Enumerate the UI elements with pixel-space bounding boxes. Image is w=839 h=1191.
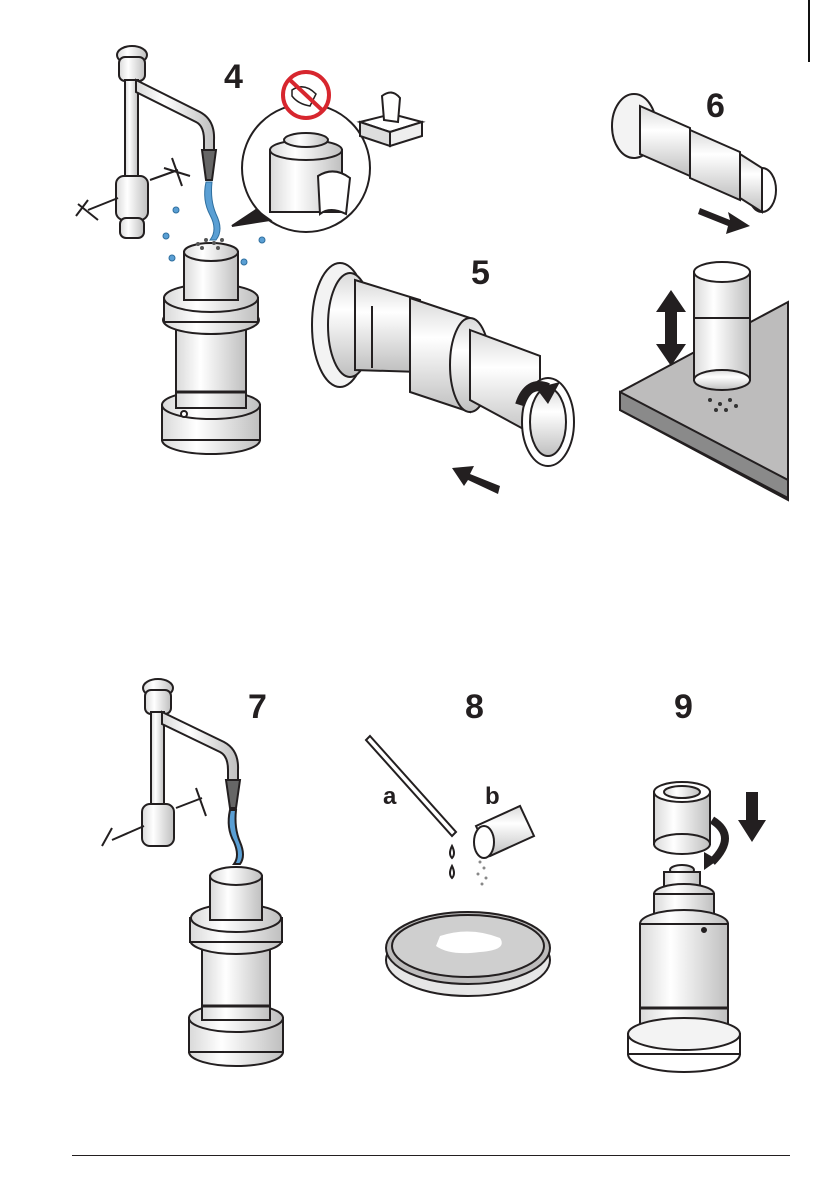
step7-faucet-rinse (102, 679, 283, 1066)
push-arrow-icon (452, 466, 500, 494)
no-touch-wipe-prohibited-icon (283, 72, 329, 118)
tissue-box-icon (360, 92, 422, 146)
step6-remove-sleeve (612, 94, 788, 500)
step4-faucet-rinse (76, 46, 422, 454)
step4-electrode (162, 243, 260, 454)
liquid-drops (450, 846, 454, 878)
powder-particles (477, 861, 488, 886)
down-arrow-icon (738, 792, 766, 842)
slide-arrow-icon (698, 208, 750, 234)
step8-apply-drops (366, 736, 550, 996)
powder-container (474, 806, 534, 858)
up-down-arrow-icon (656, 290, 686, 366)
faucet-icon (76, 46, 216, 238)
footer-rule (72, 1155, 790, 1156)
petri-dish (386, 912, 550, 996)
cap-part (654, 782, 710, 854)
inset-magnified-view (232, 104, 370, 232)
step9-reassemble (628, 782, 766, 1072)
step5-electrode-disassemble (312, 263, 574, 494)
